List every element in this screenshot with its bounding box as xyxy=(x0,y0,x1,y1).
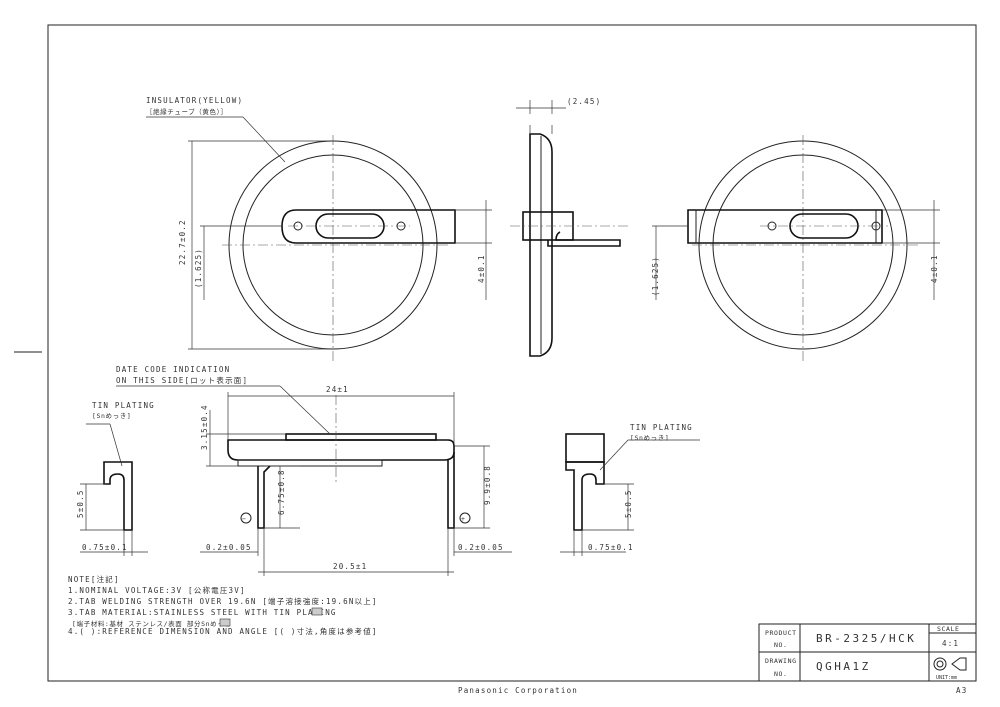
dim-9-9: 9.9±0.8 xyxy=(483,465,492,505)
note-3: 3.TAB MATERIAL:STAINLESS STEEL WITH TIN … xyxy=(68,608,337,617)
drawing-frame xyxy=(47,24,977,682)
tin-plating-label-left-jp: [Snめっき] xyxy=(92,412,131,420)
dim-4-left: 4±0.1 xyxy=(477,254,486,283)
insulator-label: INSULATOR(YELLOW) xyxy=(146,96,243,105)
notes-title: NOTE[注記] xyxy=(68,574,120,584)
minus-symbol: − xyxy=(242,515,247,523)
dim-20-5: 20.5±1 xyxy=(333,562,367,571)
dim-0-75-right: 0.75±0.1 xyxy=(588,543,634,552)
company-name: Panasonic Corporation xyxy=(458,686,578,695)
product-label-2: NO. xyxy=(774,641,788,649)
scale-label: SCALE xyxy=(937,625,960,633)
scale-value: 4:1 xyxy=(942,639,959,648)
battery-bottom-view xyxy=(652,135,940,362)
dim-1-625-right: (1.625) xyxy=(651,256,660,296)
battery-side-view xyxy=(510,100,628,357)
product-label-1: PRODUCT xyxy=(765,629,797,637)
battery-front-view xyxy=(116,385,512,576)
note-2: 2.TAB WELDING STRENGTH OVER 19.6N [端子溶接強… xyxy=(68,596,378,606)
drawing-number: QGHA1Z xyxy=(816,660,871,673)
dim-2-45: (2.45) xyxy=(567,97,601,106)
dim-22-7: 22.7±0.2 xyxy=(178,219,187,265)
note-3-hatch xyxy=(311,607,323,616)
plus-symbol: + xyxy=(461,515,466,523)
note-3-jp-hatch xyxy=(219,618,231,627)
title-block xyxy=(758,623,977,682)
sheet-size: A3 xyxy=(956,686,967,695)
product-number: BR-2325/HCK xyxy=(816,632,916,645)
dim-3-15: 3.15±0.4 xyxy=(200,404,209,450)
dim-0-75-left: 0.75±0.1 xyxy=(82,543,128,552)
dim-6-75: 6.75±0.8 xyxy=(277,469,286,515)
tab-detail-right xyxy=(560,433,700,556)
dim-1-625-left: (1.625) xyxy=(194,248,203,288)
tin-plating-label-left: TIN PLATING xyxy=(92,401,155,410)
date-code-label-1: DATE CODE INDICATION xyxy=(116,365,230,374)
dim-0-2-left: 0.2±0.05 xyxy=(206,543,252,552)
dim-4-right: 4±0.1 xyxy=(930,254,939,283)
drawing-label-1: DRAWING xyxy=(765,657,797,665)
dim-5-right: 5±0.5 xyxy=(624,489,633,518)
insulator-label-jp: ［絶縁チューブ（黄色）］ xyxy=(146,107,228,116)
date-code-label-2: ON THIS SIDE[ロット表示面] xyxy=(116,375,248,385)
drawing-label-2: NO. xyxy=(774,670,788,678)
dim-5-left: 5±0.5 xyxy=(76,489,85,518)
dim-24: 24±1 xyxy=(326,385,349,394)
unit-label: UNIT:mm xyxy=(936,675,957,681)
note-3-jp: [端子材料:基材 ステンレス/表面 部分Snめっき xyxy=(72,619,231,628)
tab-detail-left xyxy=(80,423,148,556)
tin-plating-label-right: TIN PLATING xyxy=(630,423,693,432)
note-4: 4.( ):REFERENCE DIMENSION AND ANGLE [( )… xyxy=(68,626,378,636)
dim-0-2-right: 0.2±0.05 xyxy=(458,543,504,552)
note-1: 1.NOMINAL VOLTAGE:3V [公称電圧3V] xyxy=(68,585,246,595)
tin-plating-label-right-jp: [Snめっき] xyxy=(630,434,669,442)
battery-top-view xyxy=(146,116,492,362)
